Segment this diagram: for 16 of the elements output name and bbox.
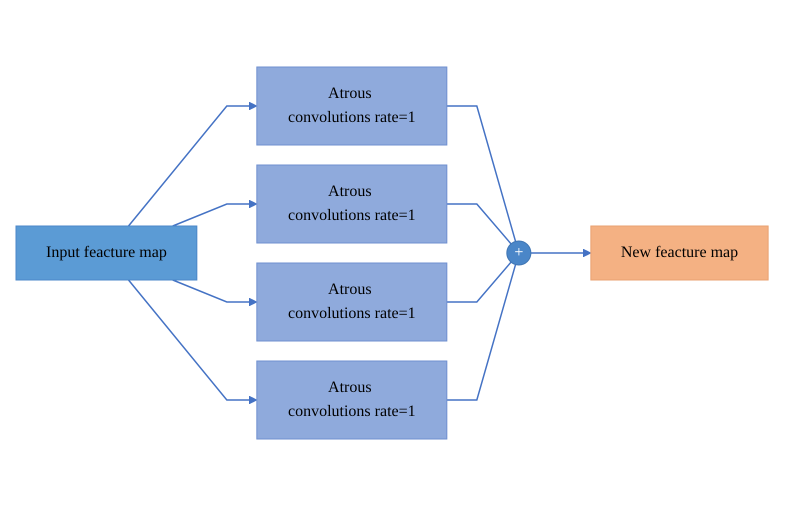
node-box: New feacture map — [590, 226, 770, 280]
connector — [447, 264, 517, 401]
node-box: Atrous convolutions rate=1 — [256, 66, 448, 146]
connector — [447, 203, 512, 244]
node-circle: + — [506, 240, 532, 266]
connector — [447, 262, 512, 303]
arrow — [128, 102, 258, 226]
node-box: Input feacture map — [16, 226, 198, 280]
node-box: Atrous convolutions rate=1 — [256, 360, 448, 440]
arrow — [128, 280, 258, 404]
arrow — [531, 248, 592, 258]
node-box: Atrous convolutions rate=1 — [256, 262, 448, 342]
node-box: Atrous convolutions rate=1 — [256, 164, 448, 244]
connector — [447, 105, 517, 242]
arrow — [172, 200, 258, 227]
arrow — [172, 279, 258, 306]
